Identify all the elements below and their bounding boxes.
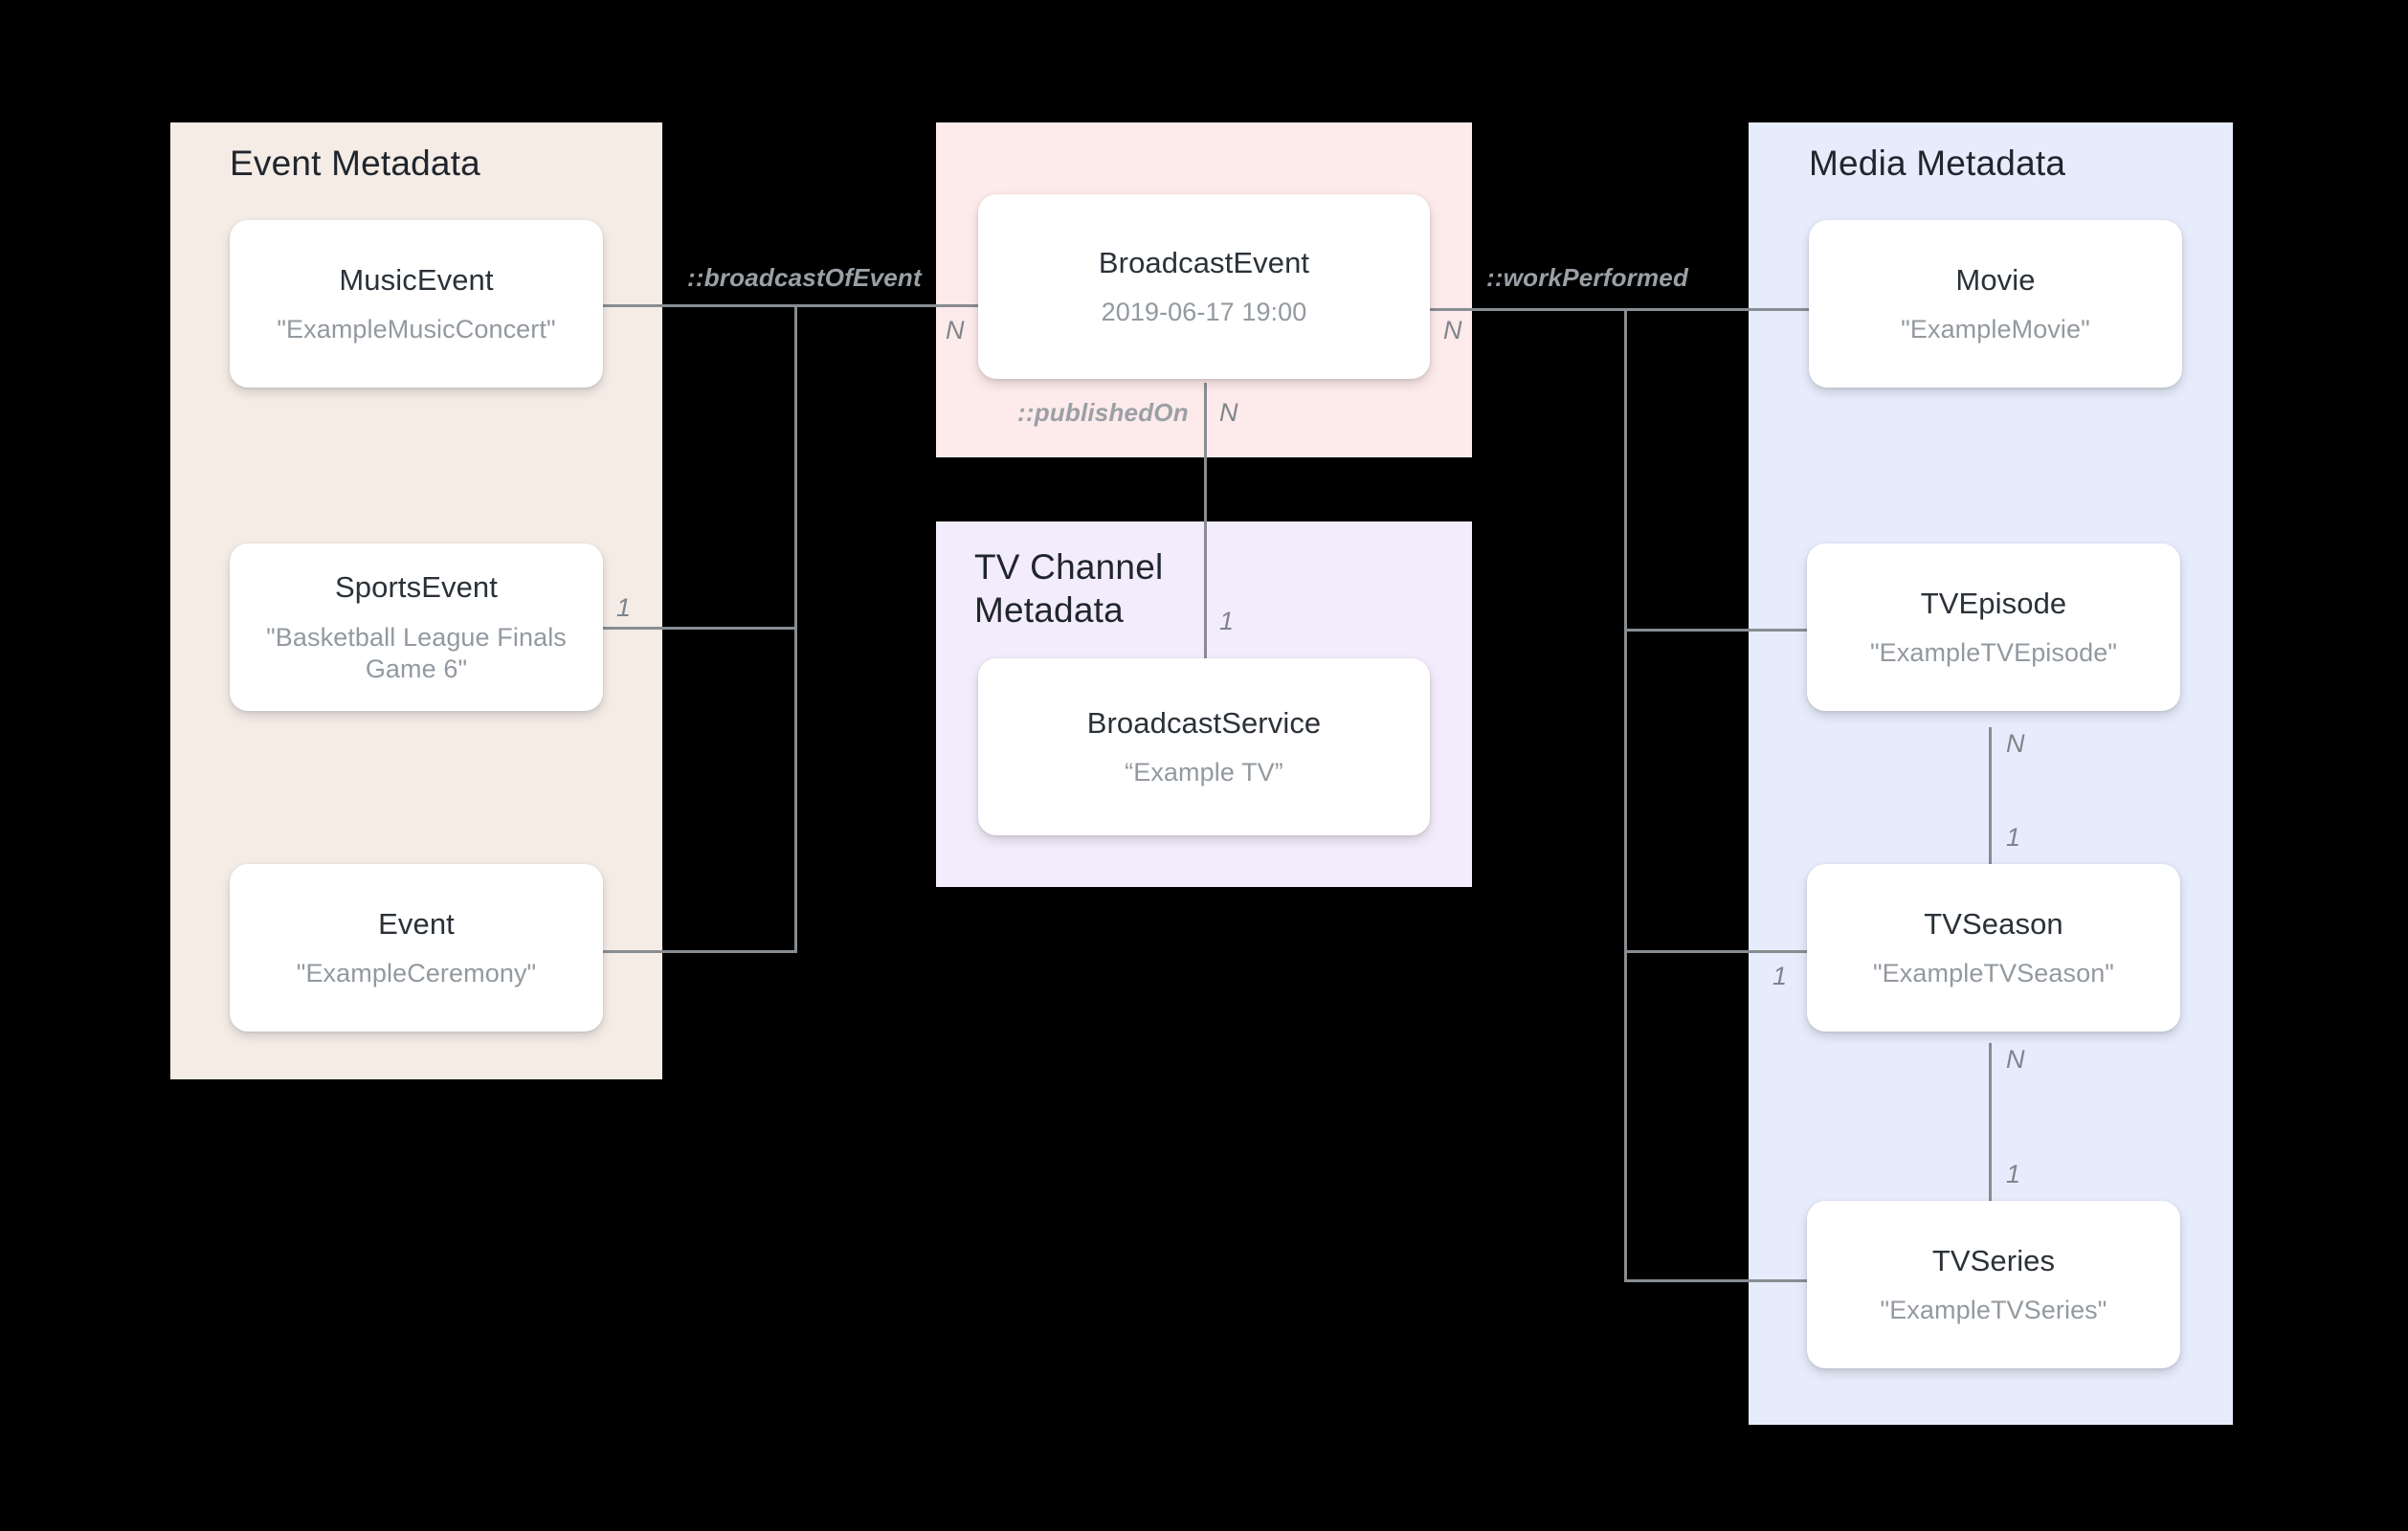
connector-music-event-to-bus (603, 304, 978, 307)
node-music-event-type: MusicEvent (339, 262, 494, 297)
node-music-event[interactable]: MusicEvent "ExampleMusicConcert" (230, 220, 603, 388)
cardinality-broadcast-event-right: N (1443, 316, 1462, 344)
cardinality-episode-to-season-1: 1 (2006, 823, 2021, 852)
node-tv-episode-type: TVEpisode (1920, 586, 2067, 620)
cardinality-season-to-series-n: N (2006, 1045, 2025, 1074)
panel-event-metadata-title: Event Metadata (230, 144, 480, 183)
connector-broadcast-event-to-media-bus (1430, 308, 1809, 311)
connector-sports-event-to-bus (603, 627, 797, 630)
node-tv-season-type: TVSeason (1924, 906, 2063, 941)
connector-media-bus-to-tv-episode (1624, 629, 1809, 632)
node-tv-season-value: "ExampleTVSeason" (1873, 959, 2114, 988)
node-movie-value: "ExampleMovie" (1901, 315, 2090, 344)
node-broadcast-event[interactable]: BroadcastEvent 2019-06-17 19:00 (978, 194, 1430, 379)
edge-label-published-on: ::publishedOn (1017, 398, 1189, 427)
node-sports-event-value: "Basketball League Finals Game 6" (266, 622, 567, 683)
node-broadcast-event-value: 2019-06-17 19:00 (1101, 298, 1307, 327)
node-tv-series-type: TVSeries (1931, 1243, 2056, 1277)
node-event[interactable]: Event "ExampleCeremony" (230, 864, 603, 1032)
node-tv-season[interactable]: TVSeason "ExampleTVSeason" (1807, 864, 2180, 1032)
node-movie-type: Movie (1955, 262, 2036, 297)
edge-label-work-performed: ::workPerformed (1486, 263, 1689, 292)
node-event-value: "ExampleCeremony" (296, 959, 537, 988)
node-tv-episode[interactable]: TVEpisode "ExampleTVEpisode" (1807, 544, 2180, 711)
node-broadcast-service-type: BroadcastService (1086, 705, 1322, 740)
node-tv-episode-value: "ExampleTVEpisode" (1869, 638, 2118, 668)
node-sports-event-type: SportsEvent (335, 570, 498, 605)
cardinality-episode-to-season-n: N (2006, 729, 2025, 758)
node-music-event-value: "ExampleMusicConcert" (277, 315, 556, 344)
cardinality-sports-event-side: 1 (616, 593, 632, 622)
panel-tv-channel-metadata-title: TV Channel Metadata (974, 547, 1164, 631)
node-broadcast-event-type: BroadcastEvent (1098, 245, 1310, 279)
cardinality-season-bus-1: 1 (1773, 962, 1788, 990)
panel-media-metadata-title: Media Metadata (1809, 144, 2066, 183)
connector-tv-season-to-tv-series (1989, 1043, 1992, 1210)
node-event-type: Event (378, 906, 455, 941)
node-sports-event[interactable]: SportsEvent "Basketball League Finals Ga… (230, 544, 603, 711)
node-tv-series[interactable]: TVSeries "ExampleTVSeries" (1807, 1201, 2180, 1368)
connector-published-on (1204, 383, 1207, 660)
cardinality-published-on-n: N (1219, 398, 1238, 427)
node-tv-series-value: "ExampleTVSeries" (1880, 1296, 2107, 1325)
cardinality-season-to-series-1: 1 (2006, 1160, 2021, 1188)
connector-tv-episode-to-tv-season (1989, 727, 1992, 895)
cardinality-broadcast-service-1: 1 (1219, 607, 1235, 635)
node-movie[interactable]: Movie "ExampleMovie" (1809, 220, 2182, 388)
connector-media-bus-to-tv-season (1624, 950, 1809, 953)
node-broadcast-service-value: “Example TV” (1125, 758, 1283, 788)
cardinality-broadcast-event-left: N (946, 316, 965, 344)
node-broadcast-service[interactable]: BroadcastService “Example TV” (978, 658, 1430, 835)
connector-event-to-bus (603, 950, 797, 953)
edge-label-broadcast-of-event: ::broadcastOfEvent (687, 263, 922, 292)
connector-media-bus (1624, 308, 1627, 1282)
connector-media-bus-to-tv-series (1624, 1279, 1809, 1282)
